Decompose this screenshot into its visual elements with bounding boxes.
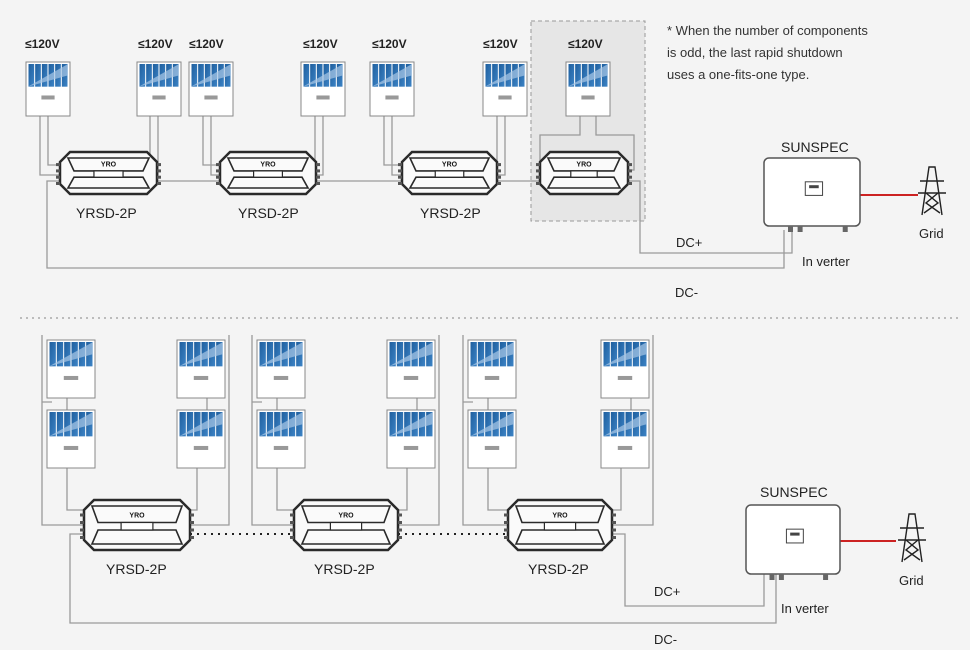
dc-minus-label: DC- (675, 285, 698, 300)
solar-panel-icon (467, 339, 517, 399)
inverter-brand-label: SUNSPEC (760, 484, 828, 500)
dc-wire (251, 335, 294, 526)
rapid-shutdown-device: YRO (216, 150, 320, 196)
note-line: uses a one-fits-one type. (667, 67, 809, 82)
solar-panel-icon (46, 339, 96, 399)
device-label: YRSD-2P (106, 561, 167, 577)
inverter-caption: In verter (781, 601, 829, 616)
solar-panel-icon (600, 409, 650, 469)
solar-panel-icon (386, 409, 436, 469)
rapid-shutdown-devices-layer: YRO YRO YRO YRO YRO YRO YRO (56, 150, 632, 552)
voltage-label: ≤120V (25, 37, 60, 51)
dc-wire (398, 468, 408, 511)
solar-panel-icon (256, 409, 306, 469)
solar-panel-icon (600, 339, 650, 399)
dc-plus-wire (612, 533, 765, 607)
device-label: YRSD-2P (314, 561, 375, 577)
voltage-label: ≤120V (303, 37, 338, 51)
device-label: YRSD-2P (528, 561, 589, 577)
note-line: * When the number of components (667, 23, 868, 38)
top-voltage-labels: ≤120V ≤120V ≤120V ≤120V ≤120V ≤120V ≤120… (25, 37, 603, 51)
grid-label: Grid (919, 226, 944, 241)
dc-wire (383, 115, 402, 176)
dc-wire (66, 398, 84, 511)
dc-wire (462, 335, 508, 526)
dc-wire (496, 115, 506, 176)
inverter-caption: In verter (802, 254, 850, 269)
inverter-icon (745, 504, 841, 580)
solar-panel-icon (136, 61, 182, 117)
dc-wire (190, 468, 198, 511)
solar-panel-icon (25, 61, 71, 117)
rapid-shutdown-device: YRO (536, 150, 632, 196)
wiring-layer (39, 115, 918, 624)
brand-mark: YRO (576, 162, 592, 169)
rapid-shutdown-device: YRO (80, 498, 194, 552)
device-label: YRSD-2P (420, 205, 481, 221)
inverter-brand-label: SUNSPEC (781, 139, 849, 155)
solar-panel-icon (467, 409, 517, 469)
grid-tower-icon (918, 166, 946, 216)
inverter-display (804, 181, 824, 196)
voltage-label: ≤120V (372, 37, 407, 51)
voltage-label: ≤120V (568, 37, 603, 51)
dc-minus-wire (46, 180, 785, 269)
solar-panel-icon (176, 339, 226, 399)
dc-minus-label: DC- (654, 632, 677, 647)
brand-mark: YRO (442, 162, 458, 169)
dc-wire (190, 335, 230, 526)
solar-panel-icon (300, 61, 346, 117)
solar-panel-icon (369, 61, 415, 117)
solar-panel-icon (482, 61, 528, 117)
rapid-shutdown-device: YRO (290, 498, 402, 552)
brand-mark: YRO (101, 162, 117, 169)
grid-label: Grid (899, 573, 924, 588)
device-label: YRSD-2P (76, 205, 137, 221)
dc-minus-wire (69, 533, 777, 624)
rapid-shutdown-device: YRO (56, 150, 161, 196)
grid-tower-icon (898, 513, 926, 563)
dc-wire (612, 335, 654, 526)
rapid-shutdown-device: YRO (504, 498, 616, 552)
solar-panels-layer (25, 61, 650, 469)
solar-panel-icon (176, 409, 226, 469)
dc-wire (41, 335, 84, 526)
dc-wire (276, 398, 294, 511)
brand-mark: YRO (129, 513, 145, 520)
inverter-display (785, 528, 804, 544)
device-label: YRSD-2P (238, 205, 299, 221)
dc-plus-label: DC+ (654, 584, 680, 599)
solar-panel-icon (386, 339, 436, 399)
voltage-label: ≤120V (189, 37, 224, 51)
rapid-shutdown-device: YRO (398, 150, 501, 196)
solar-panel-icon (565, 61, 611, 117)
voltage-label: ≤120V (483, 37, 518, 51)
brand-mark: YRO (552, 513, 568, 520)
solar-panel-icon (188, 61, 234, 117)
dc-wire (612, 468, 622, 511)
dc-wire (202, 115, 220, 176)
dc-wire (398, 335, 440, 526)
solar-panel-icon (256, 339, 306, 399)
inverters-layer (745, 157, 946, 580)
dc-plus-wire (628, 180, 793, 254)
note-line: is odd, the last rapid shutdown (667, 45, 843, 60)
brand-mark: YRO (260, 162, 276, 169)
dc-wire (487, 398, 508, 511)
voltage-label: ≤120V (138, 37, 173, 51)
brand-mark: YRO (338, 513, 354, 520)
solar-panel-icon (46, 409, 96, 469)
dc-plus-label: DC+ (676, 235, 702, 250)
inverter-icon (763, 157, 861, 232)
